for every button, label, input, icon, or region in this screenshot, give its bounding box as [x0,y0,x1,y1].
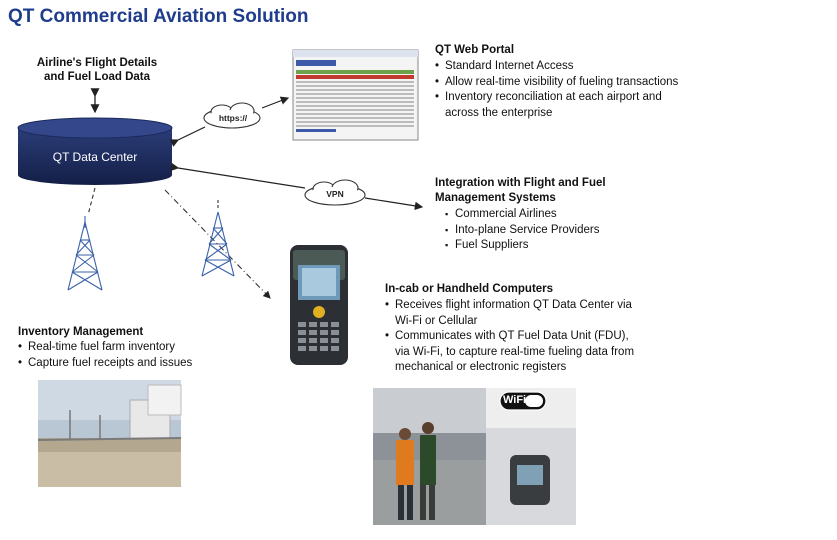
vpn-link-line-b [364,197,424,211]
handheld-bullet-2: Communicates with QT Fuel Data Unit (FDU… [385,329,705,376]
inventory-section: Inventory Management Real-time fuel farm… [18,326,258,371]
wifi-logo-badge [499,391,547,411]
vpn-cloud-icon [304,179,366,206]
fueling-operations-photo [373,388,576,525]
wifi-logo-text: WiFi [503,394,527,406]
portal-link-line-a [169,126,206,147]
handheld-bullet-1: Receives flight information QT Data Cent… [385,298,705,329]
integration-bullet-1: Commercial Airlines [445,207,735,223]
tower-left-link [87,187,96,216]
https-cloud-label: https:// [218,113,248,123]
cell-tower-left-icon [67,216,103,291]
datacenter-cylinder [17,117,173,185]
portal-bullet-3-cont: across the enterprise [445,106,553,119]
integration-bullet-3: Fuel Suppliers [445,238,735,254]
portal-bullet-3: Inventory reconciliation at each airport… [435,90,735,106]
cell-tower-right-icon [201,211,235,277]
portal-bullet-2: Allow real-time visibility of fueling tr… [435,75,735,91]
page-title: QT Commercial Aviation Solution [8,6,309,27]
integration-bullet-2: Into-plane Service Providers [445,223,735,239]
datacenter-label: QT Data Center [52,150,138,164]
web-portal-screenshot [292,49,419,141]
web-portal-section: QT Web Portal Standard Internet Access A… [435,44,735,121]
inventory-bullet-1: Real-time fuel farm inventory [18,340,258,356]
fuel-farm-photo [37,380,182,487]
integration-heading: Integration with Flight and Fuel Managem… [435,177,606,204]
vpn-cloud-label: VPN [326,189,344,199]
web-portal-heading: QT Web Portal [435,44,515,56]
portal-bullet-1: Standard Internet Access [435,59,735,75]
integration-section: Integration with Flight and Fuel Managem… [435,176,735,254]
inventory-heading: Inventory Management [18,326,144,338]
handheld-computer-icon [290,245,348,365]
handheld-heading: In-cab or Handheld Computers [385,283,554,295]
portal-link-line-b [261,96,290,109]
inventory-bullet-2: Capture fuel receipts and issues [18,356,258,372]
https-cloud-icon [203,102,261,129]
vpn-link-line-a [170,162,306,189]
airline-data-label: Airline's Flight Details and Fuel Load D… [36,57,158,83]
handheld-section: In-cab or Handheld Computers Receives fl… [385,283,705,376]
